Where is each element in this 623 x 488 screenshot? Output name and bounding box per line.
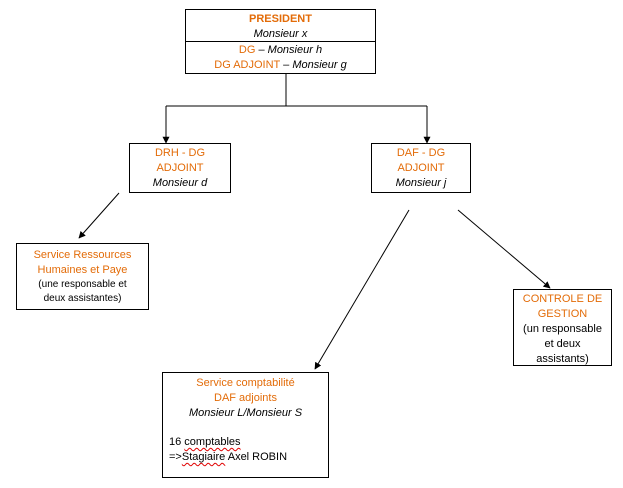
- dg-adjoint-name: Monsieur g: [292, 59, 347, 71]
- president-section: PRESIDENT Monsieur x: [186, 10, 375, 42]
- drh-box: DRH - DG ADJOINT Monsieur d: [129, 143, 231, 193]
- comptabilite-box: Service comptabilité DAF adjoints Monsie…: [162, 372, 329, 478]
- arrow-drh-to-rh-service: [78, 192, 120, 239]
- daf-title-line1: DAF - DG: [396, 147, 446, 159]
- arrow-daf-to-compta: [314, 209, 410, 370]
- compta-count-word: comptables: [184, 436, 241, 448]
- president-title: PRESIDENT: [249, 13, 312, 25]
- rh-service-title-line1: Service Ressources: [33, 249, 132, 261]
- president-name: Monsieur x: [253, 28, 308, 40]
- controle-title-line2: GESTION: [537, 308, 588, 320]
- compta-count-line: 16 comptables: [163, 435, 328, 450]
- controle-staff-line2: et deux: [544, 338, 581, 350]
- drh-title-line2: ADJOINT: [156, 162, 204, 174]
- daf-box: DAF - DG ADJOINT Monsieur j: [371, 143, 471, 193]
- controle-staff-line3: assistants): [536, 353, 589, 365]
- compta-intern-prefix: =>: [169, 451, 182, 463]
- rh-service-box: Service Ressources Humaines et Paye (une…: [16, 243, 149, 310]
- compta-spacer: [163, 421, 328, 435]
- compta-intern-line: =>Stagiaire Axel ROBIN: [163, 450, 328, 465]
- compta-intern-name: Axel ROBIN: [225, 451, 288, 463]
- controle-title-line1: CONTROLE DE: [522, 293, 603, 305]
- compta-title-line1: Service comptabilité: [196, 377, 295, 389]
- dg-section: DG – Monsieur h DG ADJOINT – Monsieur g: [186, 42, 375, 73]
- dg-adjoint-separator: –: [280, 59, 293, 71]
- dg-line: DG – Monsieur h: [186, 43, 375, 58]
- dg-adjoint-label: DG ADJOINT: [214, 59, 281, 71]
- drh-name: Monsieur d: [152, 177, 208, 189]
- dg-separator: –: [255, 44, 268, 56]
- controle-staff-line1: (un responsable: [523, 323, 602, 335]
- compta-intern-word: Stagiaire: [181, 451, 226, 463]
- rh-service-title-line2: Humaines et Paye: [37, 264, 128, 276]
- rh-service-staff-line2: deux assistantes): [43, 293, 122, 304]
- compta-title-line2: DAF adjoints: [214, 392, 277, 404]
- daf-name: Monsieur j: [395, 177, 447, 189]
- controle-gestion-box: CONTROLE DE GESTION (un responsable et d…: [513, 289, 612, 366]
- president-box: PRESIDENT Monsieur x DG – Monsieur h DG …: [185, 9, 376, 74]
- dg-adjoint-line: DG ADJOINT – Monsieur g: [186, 58, 375, 73]
- compta-name: Monsieur L/Monsieur S: [188, 407, 303, 419]
- rh-service-staff-line1: (une responsable et: [38, 279, 127, 290]
- daf-title-line2: ADJOINT: [397, 162, 445, 174]
- drh-title-line1: DRH - DG: [154, 147, 206, 159]
- dg-name: Monsieur h: [267, 44, 323, 56]
- arrow-daf-to-controle: [457, 209, 551, 289]
- dg-label: DG: [238, 44, 256, 56]
- compta-count-number: 16: [169, 436, 185, 448]
